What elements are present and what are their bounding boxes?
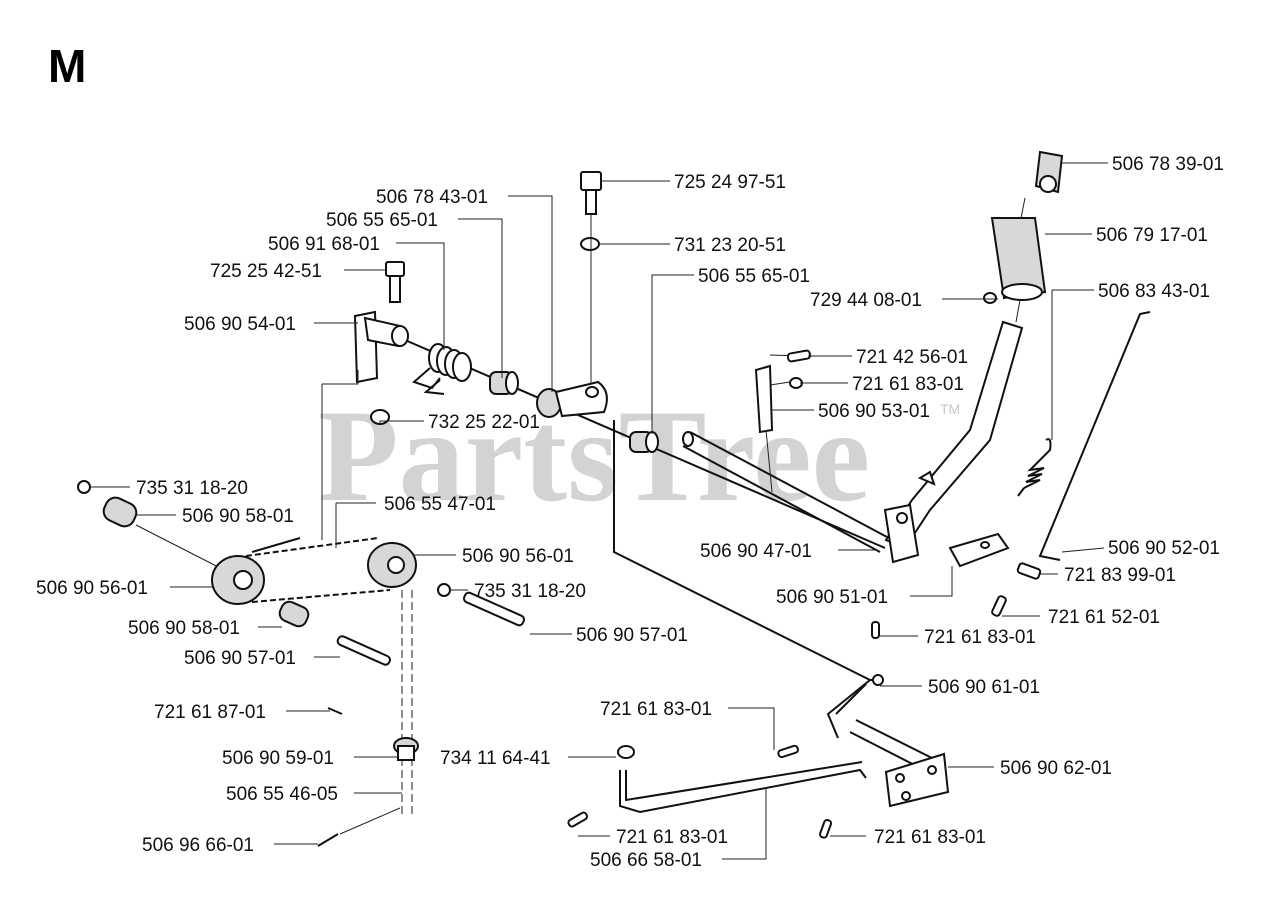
knob-part [1034,150,1064,194]
part-label: 506 90 56-01 [36,578,148,599]
part-label: 721 61 83-01 [924,627,1036,648]
lever-bracket [948,532,1010,568]
linkage-rod [613,420,884,739]
part-label: 506 90 61-01 [928,677,1040,698]
cotter-b [567,811,589,828]
part-label: 506 55 46-05 [226,784,338,805]
arm-part [536,380,608,418]
section-letter: M [48,40,86,92]
plate-part [754,354,801,493]
part-label: 506 55 65-01 [326,210,438,231]
part-label: 506 96 66-01 [142,835,254,856]
part-label: 506 78 39-01 [1112,154,1224,175]
part-label: 506 83 43-01 [1098,281,1210,302]
watermark-mark: TM [940,401,960,417]
part-label: 506 90 52-01 [1108,538,1220,559]
torsion-spring [412,343,472,395]
part-label: 735 31 18-20 [474,581,586,602]
part-label: 506 90 56-01 [462,546,574,567]
bolt-part-2 [1016,562,1042,580]
cotter-c [819,819,833,839]
cotter-d [871,621,880,639]
part-label: 506 91 68-01 [268,234,380,255]
part-label: 506 78 43-01 [376,187,488,208]
lever-part [883,320,1024,564]
bushing-part [489,371,519,395]
part-label: 506 90 59-01 [222,748,334,769]
part-label: 506 90 57-01 [576,625,688,646]
bushing-part-lower [629,431,659,453]
belt-vertical [401,590,413,818]
leader-lines [90,162,1108,860]
part-label: 729 44 08-01 [810,290,922,311]
drawing [77,150,1151,847]
bracket-part [353,310,409,384]
part-label: 721 61 83-01 [600,699,712,720]
part-label: 506 90 53-01 [818,401,930,422]
part-label: 506 90 62-01 [1000,758,1112,779]
part-label: 721 42 56-01 [856,347,968,368]
extension-spring [1017,290,1053,497]
part-label: 506 90 58-01 [182,506,294,527]
part-label: 506 90 51-01 [776,587,888,608]
rod-part [1038,311,1151,561]
part-label: 506 55 47-01 [384,494,496,515]
part-label: 721 61 87-01 [154,702,266,723]
clip-part-2 [327,707,343,715]
part-label: 721 61 83-01 [616,827,728,848]
bolt-part [385,261,405,303]
pivot-plate [849,719,950,808]
top-bolt-part [580,171,602,384]
idler-part [393,737,419,761]
part-label: 735 31 18-20 [136,478,248,499]
belt-part [245,537,391,603]
screw-part [983,292,997,304]
part-label: 734 11 64-41 [440,748,551,769]
part-label: 506 90 58-01 [128,618,240,639]
control-rod [617,745,867,814]
part-label: 506 90 54-01 [184,314,296,335]
part-label: 506 66 58-01 [590,850,702,871]
pin-part-2 [991,595,1007,617]
part-label: 506 79 17-01 [1096,225,1208,246]
part-labels: 506 78 39-01 725 24 97-51 506 78 43-01 5… [36,154,1224,871]
grip-part [990,197,1047,323]
pulley-left [77,480,265,605]
part-label: 732 25 22-01 [428,412,540,433]
cotter-a [777,744,799,759]
part-label: 721 61 83-01 [874,827,986,848]
cotter-part [317,833,339,847]
part-label: 506 90 57-01 [184,648,296,669]
part-label: 725 25 42-51 [210,261,322,282]
part-label: 506 90 47-01 [700,541,812,562]
part-label: 721 83 99-01 [1064,565,1176,586]
part-label: 731 23 20-51 [674,235,786,256]
part-label: 725 24 97-51 [674,172,786,193]
part-label: 506 55 65-01 [698,266,810,287]
part-label: 721 61 83-01 [852,374,964,395]
part-label: 721 61 52-01 [1048,607,1160,628]
cotter-leader [339,807,401,835]
pin-part [786,349,812,363]
spacer-pin [278,600,391,666]
